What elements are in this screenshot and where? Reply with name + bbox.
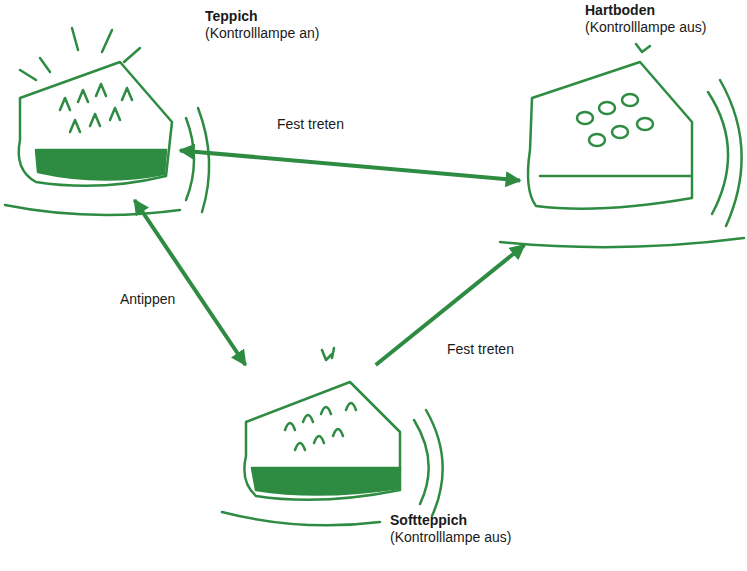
nozzle-node: Softteppich(Kontrolllampe aus) [235, 365, 445, 540]
lamp-state: (Kontrolllampe aus) [585, 19, 706, 36]
transition-arrow [376, 245, 525, 365]
node-caption: Teppich(Kontrolllampe an) [205, 8, 319, 42]
lamp-state: (Kontrolllampe an) [205, 25, 319, 42]
floor-type: Teppich [205, 8, 319, 25]
nozzle-node: Teppich(Kontrolllampe an) [5, 45, 180, 200]
action-label: Fest treten [275, 116, 346, 133]
action-label: Antippen [118, 291, 177, 308]
action-label: Fest treten [445, 341, 516, 358]
node-caption: Softteppich(Kontrolllampe aus) [390, 512, 511, 546]
lamp-state: (Kontrolllampe aus) [390, 529, 511, 546]
carpet-nozzle [5, 28, 209, 215]
hard-floor-nozzle [500, 44, 744, 247]
transition-arrow [180, 150, 520, 180]
transition-arrow [135, 200, 246, 365]
floor-type: Hartboden [585, 2, 706, 19]
node-caption: Hartboden(Kontrolllampe aus) [585, 2, 706, 36]
soft-carpet-nozzle [222, 348, 443, 525]
floor-type: Softteppich [390, 512, 511, 529]
nozzle-node: Hartboden(Kontrolllampe aus) [520, 30, 742, 245]
